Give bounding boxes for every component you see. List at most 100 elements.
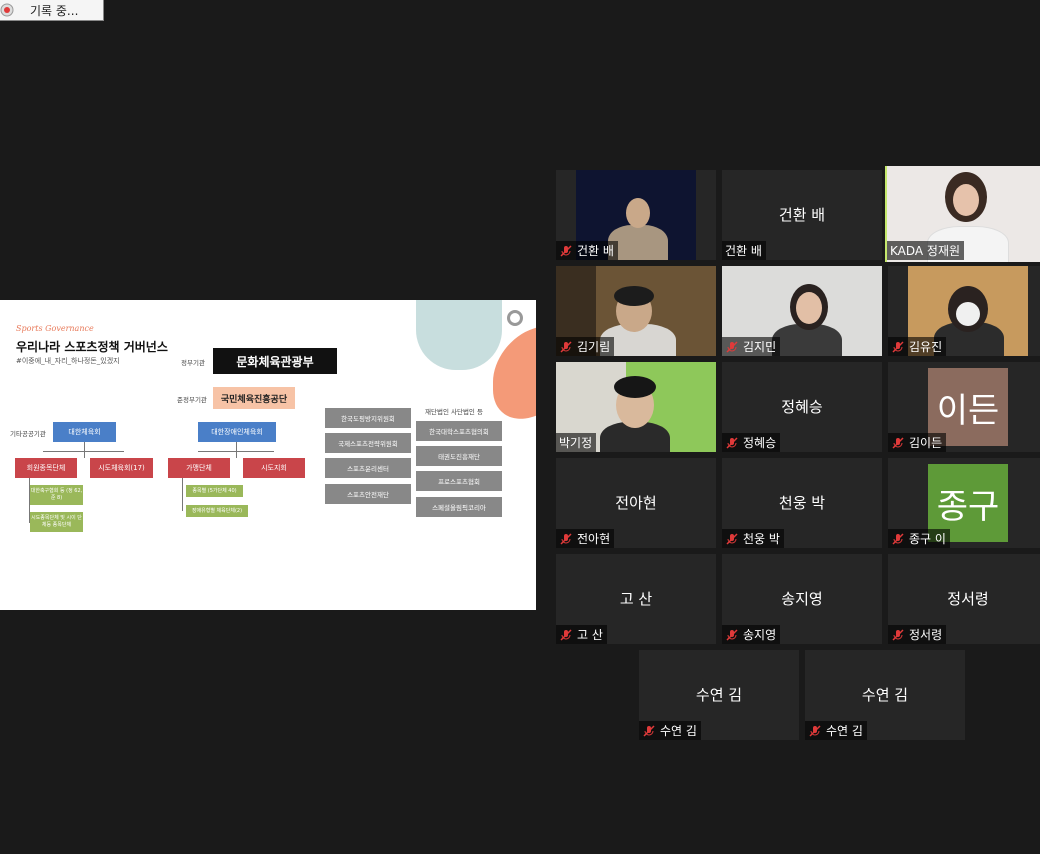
box-kso: 대한체육회 (53, 422, 116, 442)
mic-muted-icon (892, 340, 904, 353)
box-kso-child-2: 시도체육회(17) (90, 458, 153, 478)
box-kspo: 국민체육진흥공단 (213, 387, 295, 409)
participant-name: 송지영 (743, 628, 777, 642)
box-ministry: 문화체육관광부 (213, 348, 337, 374)
participant-display-name: 건환 배 (778, 206, 826, 224)
participant-tile[interactable]: 건환 배 (556, 170, 716, 260)
box-kso-note-2: 시도종목단체 및 시이 단체등 종목단체 (30, 512, 83, 532)
participant-display-name: 천웅 박 (778, 494, 826, 512)
box-gray-2-1: 한국대학스포츠협의회 (416, 421, 502, 441)
participant-name: 천웅 박 (743, 532, 780, 546)
participant-name-tag: 박기정 (556, 433, 597, 452)
box-kpc: 대한장애인체육회 (198, 422, 276, 442)
participant-tile[interactable]: 천웅 박 천웅 박 (722, 458, 882, 548)
mic-muted-icon (560, 628, 572, 641)
box-gray-1-1: 한국도핑방지위원회 (325, 408, 411, 428)
box-kpc-child-2: 시도지회 (243, 458, 305, 478)
participant-name-tag: 전아현 (556, 529, 615, 548)
box-kso-note-1: 대한축구협회 등 (정 62, 준 8) (30, 485, 83, 505)
participant-name-tag: 고 산 (556, 625, 607, 644)
label-quasi: 준정부기관 (177, 396, 207, 404)
participant-display-name: 수연 김 (861, 686, 909, 704)
participant-name: 전아현 (577, 532, 611, 546)
participant-name-tag: 김기림 (556, 337, 615, 356)
participant-name: 정혜승 (743, 436, 777, 450)
participant-name: 건환 배 (725, 244, 762, 258)
slide-subtitle: #이중에_내_자리_하나정돈_있겠지 (16, 357, 120, 365)
box-kpc-child-1: 가맹단체 (168, 458, 230, 478)
participant-name-tag: 정서령 (888, 625, 947, 644)
participant-tile[interactable]: 수연 김 수연 김 (639, 650, 799, 740)
participant-name: 김지민 (743, 340, 777, 354)
participant-name-tag: 김유진 (888, 337, 947, 356)
mic-muted-icon (726, 628, 738, 641)
participant-name-tag: KADA 정재원 (887, 241, 965, 260)
participant-tile[interactable]: 김기림 (556, 266, 716, 356)
slide-tagline: Sports Governance (16, 324, 94, 333)
participant-name-tag: 김이든 (888, 433, 947, 452)
participant-name-tag: 건환 배 (722, 241, 766, 260)
label-gov: 정부기관 (181, 359, 205, 367)
slide-title: 우리나라 스포츠정책 거버넌스 (16, 340, 168, 354)
participant-name-tag: 김지민 (722, 337, 781, 356)
box-gray-2-3: 프로스포츠협회 (416, 471, 502, 491)
shared-screen[interactable]: Sports Governance 우리나라 스포츠정책 거버넌스 #이중에_내… (0, 300, 536, 610)
participant-tile[interactable]: 정혜승 정혜승 (722, 362, 882, 452)
participant-tile[interactable]: 박기정 (556, 362, 716, 452)
box-gray-2-4: 스페셜올림픽코리아 (416, 497, 502, 517)
participant-name: 건환 배 (577, 244, 614, 258)
participant-tile-active-speaker[interactable]: KADA 정재원 (885, 166, 1040, 262)
box-gray-1-3: 스포츠윤리센터 (325, 458, 411, 478)
participant-name-tag: 정혜승 (722, 433, 781, 452)
participant-name: 박기정 (559, 436, 593, 450)
mic-muted-icon (809, 724, 821, 737)
participant-name: 김이든 (909, 436, 943, 450)
mic-muted-icon (560, 340, 572, 353)
participant-name: KADA 정재원 (890, 244, 961, 258)
participant-tile[interactable]: 이든 김이든 (888, 362, 1040, 452)
participant-name: 김기림 (577, 340, 611, 354)
participant-tile[interactable]: 김지민 (722, 266, 882, 356)
participant-name-tag: 수연 김 (805, 721, 867, 740)
mic-muted-icon (892, 532, 904, 545)
participant-tile[interactable]: 고 산 고 산 (556, 554, 716, 644)
participant-name-tag: 종구 이 (888, 529, 950, 548)
mic-muted-icon (892, 436, 904, 449)
participant-name: 종구 이 (909, 532, 946, 546)
box-gray-1-2: 국제스포츠전략위원회 (325, 433, 411, 453)
participant-tile[interactable]: 건환 배 건환 배 (722, 170, 882, 260)
box-kpc-note-1: 종목별 (5가단체 40) (186, 485, 243, 497)
participant-tile[interactable]: 종구 종구 이 (888, 458, 1040, 548)
recording-label: 기록 중... (30, 4, 79, 18)
recording-indicator[interactable]: 기록 중... (0, 0, 104, 21)
participant-tile[interactable]: 전아현 전아현 (556, 458, 716, 548)
participant-tile[interactable]: 김유진 (888, 266, 1040, 356)
participant-display-name: 전아현 (615, 494, 657, 512)
participant-tile[interactable]: 정서령 정서령 (888, 554, 1040, 644)
box-gray-1-4: 스포츠안전재단 (325, 484, 411, 504)
participant-name-tag: 송지영 (722, 625, 781, 644)
participant-tile[interactable]: 송지영 송지영 (722, 554, 882, 644)
participant-display-name: 송지영 (781, 590, 823, 608)
participant-display-name: 정혜승 (781, 398, 823, 416)
mic-muted-icon (892, 628, 904, 641)
mic-muted-icon (560, 532, 572, 545)
participant-name: 김유진 (909, 340, 943, 354)
participant-name-tag: 천웅 박 (722, 529, 784, 548)
participant-name-tag: 수연 김 (639, 721, 701, 740)
participant-display-name: 정서령 (947, 590, 989, 608)
participant-name: 수연 김 (660, 724, 697, 738)
participant-display-name: 수연 김 (695, 686, 743, 704)
participant-name: 고 산 (577, 628, 603, 642)
box-kpc-note-2: 장애유형별 체육단체(2) (186, 505, 248, 517)
label-foundation: 재단법인 사단법인 등 (425, 408, 483, 416)
mic-muted-icon (560, 244, 572, 257)
participant-display-name: 고 산 (619, 590, 653, 608)
box-kso-child-1: 회원종목단체 (15, 458, 77, 478)
mic-muted-icon (726, 532, 738, 545)
participant-name-tag: 건환 배 (556, 241, 618, 260)
box-gray-2-2: 태권도진흥재단 (416, 446, 502, 466)
mic-muted-icon (643, 724, 655, 737)
mic-muted-icon (726, 340, 738, 353)
participant-tile[interactable]: 수연 김 수연 김 (805, 650, 965, 740)
